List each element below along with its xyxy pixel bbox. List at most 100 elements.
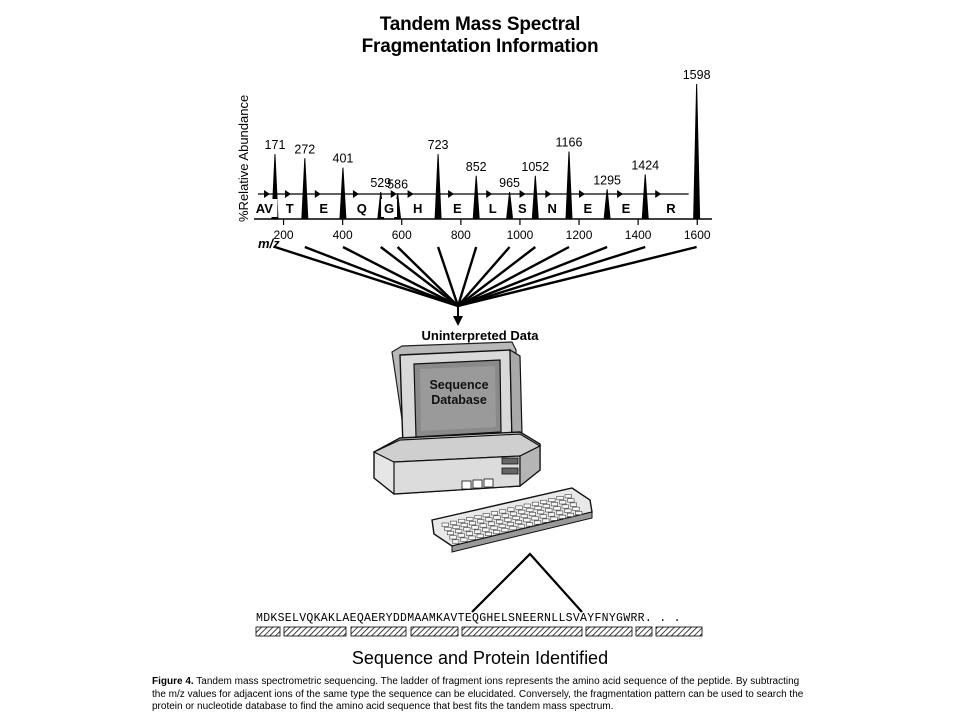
funnel-line: [457, 245, 608, 308]
peak-label: 171: [265, 138, 286, 152]
keyboard-key: [474, 529, 482, 534]
funnel-line: [436, 246, 460, 307]
x-tick-label: 400: [333, 228, 353, 242]
residue-arrowhead: [578, 190, 585, 198]
keyboard-key: [496, 519, 504, 524]
keyboard-key: [452, 539, 460, 544]
funnel-line: [380, 246, 459, 307]
funnel-line: [304, 245, 459, 308]
peak-label: 723: [428, 138, 449, 152]
keyboard-key: [482, 513, 490, 518]
residue-arrowhead: [448, 190, 455, 198]
keyboard-key: [499, 509, 507, 514]
funnel-line: [457, 245, 646, 308]
peak-label: 272: [294, 142, 315, 156]
keyboard-key: [558, 514, 566, 519]
residue-arrowhead: [284, 190, 291, 198]
keyboard-key: [474, 515, 482, 520]
keyboard-key: [449, 520, 457, 525]
keyboard-key: [444, 526, 452, 531]
sequence-coverage-bar: [655, 626, 703, 637]
keyboard-key: [531, 501, 539, 506]
sequence-coverage-bar: [585, 626, 633, 637]
keyboard-key: [441, 522, 449, 527]
keyboard-key: [567, 498, 575, 503]
keyboard-key: [561, 504, 569, 509]
keyboard-key: [556, 510, 564, 515]
keyboard-key: [515, 505, 523, 510]
keyboard-key: [498, 523, 506, 528]
peak-label: 529: [370, 176, 391, 190]
keyboard-key: [506, 522, 514, 526]
keyboard-key: [539, 514, 547, 519]
keyboard-key: [556, 496, 564, 501]
funnel-arrowhead: [453, 316, 463, 326]
x-tick-label: 800: [451, 228, 471, 242]
keyboard-key: [512, 515, 520, 520]
x-tick-label: 1200: [566, 228, 593, 242]
keyboard-key: [550, 502, 558, 507]
residue-label-bg: [579, 199, 596, 217]
residue-label-bg: [381, 199, 398, 217]
residue-label-bg: [353, 199, 370, 217]
sequence-coverage-bar: [255, 626, 281, 637]
x-axis-label: m/z: [258, 236, 280, 251]
keyboard-key: [550, 516, 558, 521]
residue-label-bg: [251, 199, 278, 217]
keyboard-key: [468, 521, 476, 526]
x-tick-label: 600: [392, 228, 412, 242]
peak-label: 1052: [521, 160, 549, 174]
keyboard-key: [493, 515, 501, 520]
sequence-coverage-bar: [350, 626, 407, 637]
keyboard-key: [559, 500, 567, 505]
keyboard-key: [517, 524, 525, 529]
keyboard-key: [525, 522, 533, 527]
residue-arrowhead: [390, 190, 397, 198]
keyboard-key: [515, 520, 523, 525]
monitor-label-line1: Sequence: [429, 378, 489, 392]
figure-caption: Figure 4. Tandem mass spectrometric sequ…: [152, 676, 814, 714]
keyboard-key: [547, 512, 555, 517]
keyboard-key: [465, 531, 473, 536]
sequence-coverage-bar: [461, 626, 583, 637]
keyboard-key: [487, 521, 495, 526]
keyboard-key: [548, 498, 556, 502]
sequence-coverage-bar: [283, 626, 347, 637]
figure-title-line2: Fragmentation Information: [361, 36, 599, 57]
residue-label-bg: [449, 199, 466, 217]
keyboard-key: [569, 502, 577, 507]
residue-arrowhead: [617, 190, 624, 198]
residue-arrowhead: [486, 190, 493, 198]
keyboard-key: [477, 519, 485, 524]
monitor-label-line2: Database: [431, 393, 487, 407]
residue-label: H: [413, 201, 422, 216]
residue-label: G: [384, 201, 394, 216]
residue-label: N: [547, 201, 556, 216]
keyboard-key: [458, 518, 466, 523]
keyboard-key: [452, 525, 460, 529]
residue-label: E: [453, 201, 462, 216]
x-tick-label: 1600: [684, 228, 711, 242]
residue-label-bg: [315, 199, 332, 217]
residue-label: E: [319, 201, 328, 216]
residue-arrowhead: [264, 190, 270, 198]
residue-label: AV: [256, 201, 273, 216]
keyboard-key: [575, 511, 583, 515]
residue-label: Q: [357, 201, 367, 216]
residue-label-bg: [662, 199, 679, 217]
figure-title-line1: Tandem Mass Spectral: [379, 14, 581, 35]
keyboard-key: [446, 531, 454, 536]
keyboard-key: [518, 509, 526, 514]
peak-label: 1424: [631, 158, 659, 172]
peak-label: 1598: [683, 68, 711, 82]
result-title: Sequence and Protein Identified: [351, 648, 609, 668]
keyboard-key: [520, 514, 528, 518]
funnel-line: [457, 245, 697, 308]
peak-label: 965: [499, 176, 520, 190]
keyboard-key: [564, 494, 572, 499]
keyboard-key: [449, 535, 457, 540]
residue-label-bg: [409, 199, 426, 217]
peak-label: 852: [466, 160, 487, 174]
funnel-line: [396, 246, 459, 307]
